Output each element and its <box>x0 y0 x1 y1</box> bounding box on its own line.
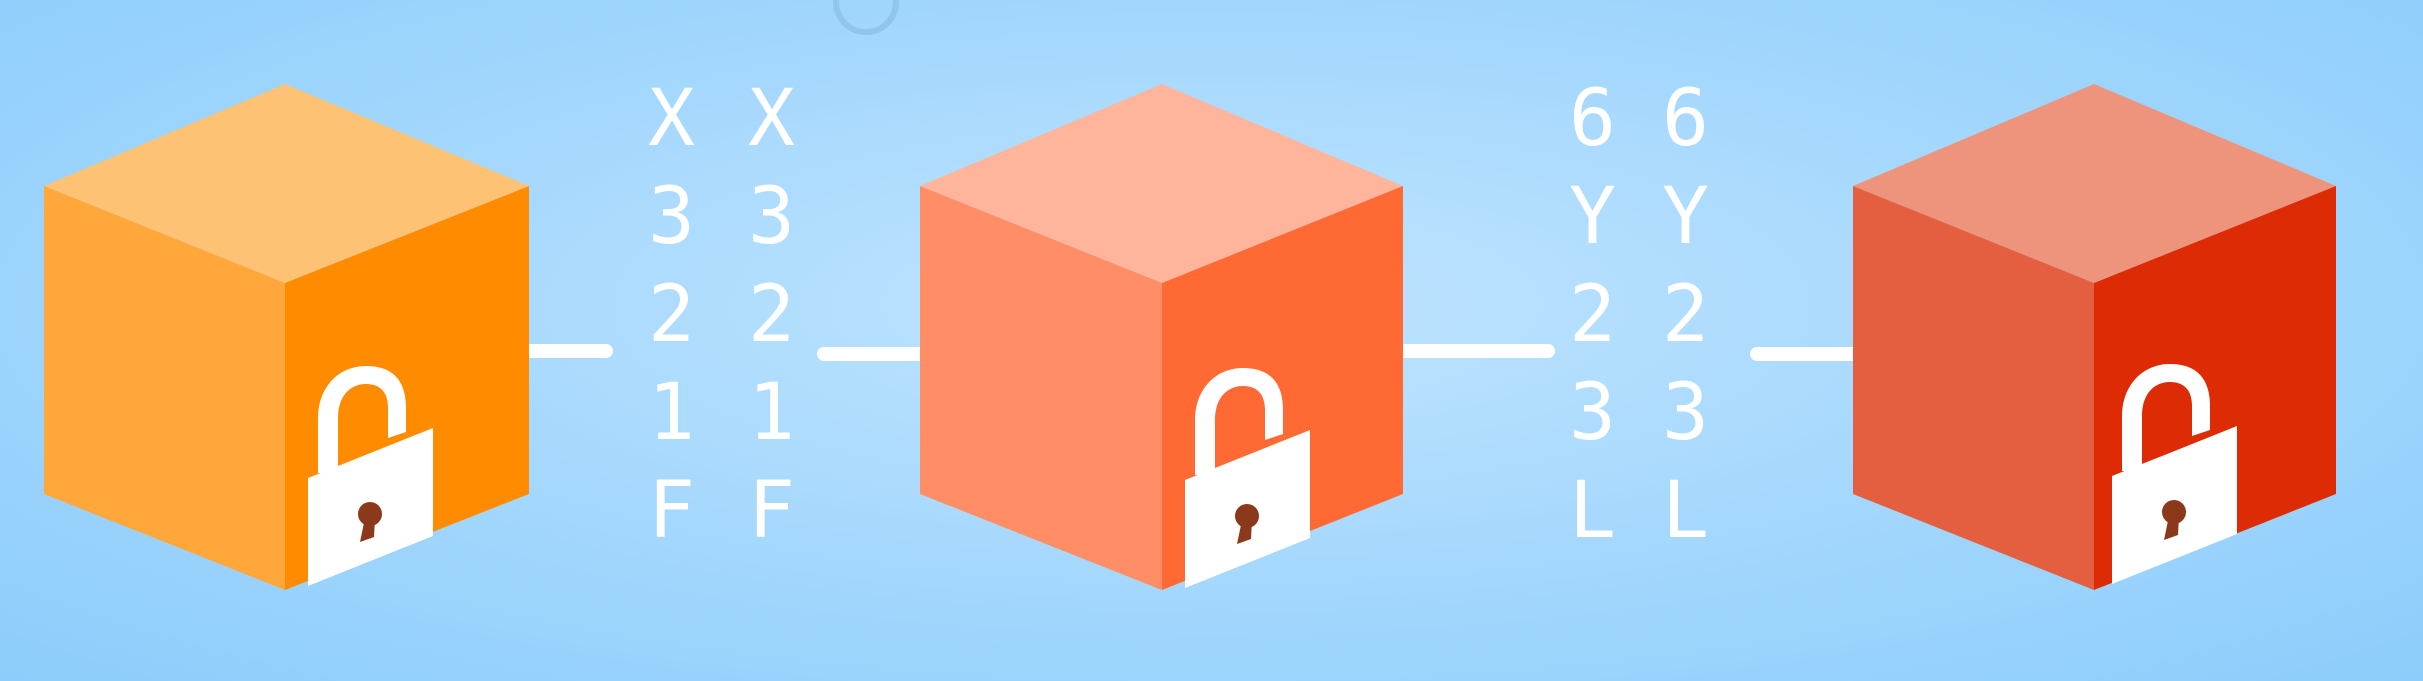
hash-char: 6 <box>1662 74 1709 164</box>
hash-char: 3 <box>1569 368 1616 458</box>
hash-char: X <box>748 74 795 164</box>
hash-char: 2 <box>1569 270 1616 360</box>
hash-char: L <box>1662 466 1709 556</box>
hash-char: F <box>748 466 795 556</box>
hash-char: L <box>1569 466 1616 556</box>
block-3-left <box>1853 186 2094 590</box>
block-1-left <box>44 186 285 590</box>
block-3 <box>1853 84 2336 590</box>
hash-column-1: X 3 2 1 F <box>648 70 695 560</box>
hash-char: 3 <box>748 172 795 262</box>
hash-char: 3 <box>1662 368 1709 458</box>
hash-char: 2 <box>1662 270 1709 360</box>
hash-char: F <box>648 466 695 556</box>
hash-char: 1 <box>648 368 695 458</box>
block-2-left <box>920 186 1162 590</box>
hash-column-4: 6 Y 2 3 L <box>1662 70 1709 560</box>
decorative-ring <box>833 0 899 35</box>
hash-char: 1 <box>748 368 795 458</box>
block-2 <box>920 84 1403 590</box>
hash-column-2: X 3 2 1 F <box>748 70 795 560</box>
block-3-top <box>1853 84 2336 283</box>
hash-char: 2 <box>648 270 695 360</box>
hash-char: Y <box>1662 172 1709 262</box>
hash-char: Y <box>1569 172 1616 262</box>
hash-char: 2 <box>748 270 795 360</box>
hash-char: X <box>648 74 695 164</box>
hash-char: 6 <box>1569 74 1616 164</box>
hash-column-3: 6 Y 2 3 L <box>1569 70 1616 560</box>
block-2-top <box>920 84 1403 283</box>
block-1 <box>44 84 529 590</box>
hash-char: 3 <box>648 172 695 262</box>
block-1-top <box>44 84 529 283</box>
